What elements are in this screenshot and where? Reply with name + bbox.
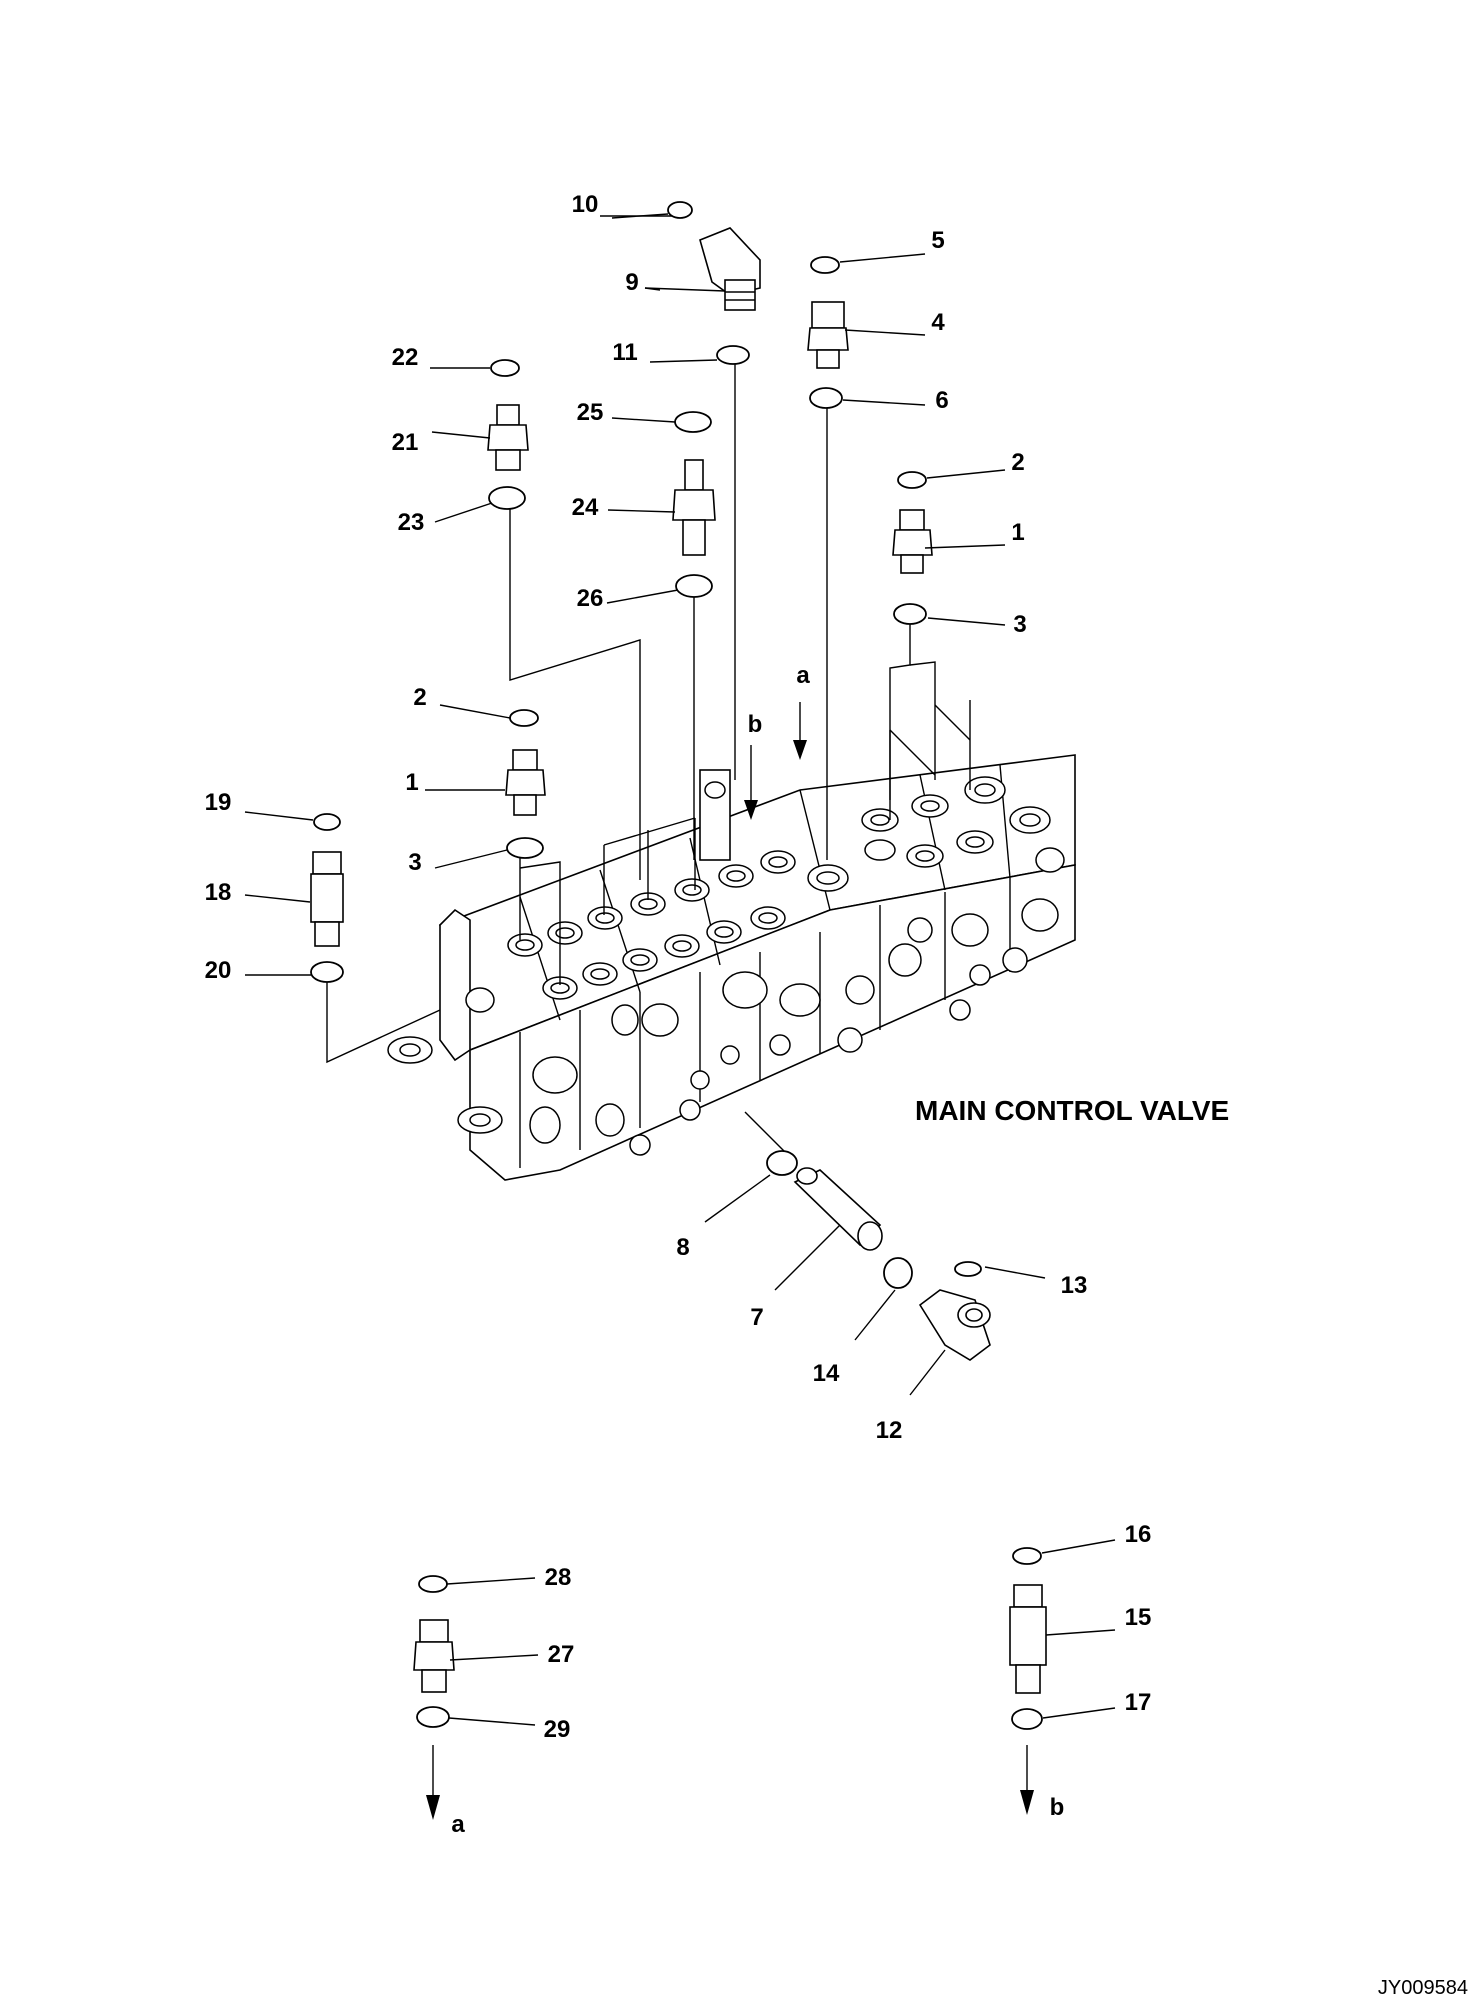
fitting-27 bbox=[413, 1619, 455, 1693]
o-ring-16 bbox=[1012, 1547, 1042, 1565]
o-ring-28 bbox=[418, 1575, 448, 1593]
o-ring-20 bbox=[310, 961, 344, 983]
top-ports bbox=[507, 776, 1051, 1000]
callout-4: 4 bbox=[931, 309, 945, 336]
elbow-fitting-9 bbox=[699, 227, 761, 311]
callout-10: 10 bbox=[572, 191, 599, 218]
callout-2-left: 2 bbox=[413, 684, 426, 711]
o-ring-2-left bbox=[509, 709, 539, 727]
callout-7: 7 bbox=[750, 1304, 763, 1331]
callout-1-right: 1 bbox=[1011, 519, 1024, 546]
elbow-fitting-12 bbox=[918, 1289, 991, 1361]
arrow-a-body bbox=[793, 702, 807, 760]
o-ring-5 bbox=[810, 256, 840, 274]
callout-26: 26 bbox=[577, 585, 604, 612]
o-ring-3-right bbox=[893, 603, 927, 625]
callout-19: 19 bbox=[205, 789, 232, 816]
fitting-4 bbox=[807, 301, 849, 369]
callout-16: 16 bbox=[1125, 1521, 1152, 1548]
callout-25: 25 bbox=[577, 399, 604, 426]
callout-a-bottom: a bbox=[451, 1811, 465, 1838]
fitting-24 bbox=[672, 459, 716, 556]
drawing-code: JY009584 bbox=[1378, 1977, 1468, 1999]
o-ring-26 bbox=[675, 574, 713, 598]
callout-leaders bbox=[244, 213, 1116, 1726]
o-ring-3-left bbox=[506, 837, 544, 859]
o-ring-25 bbox=[674, 411, 712, 433]
main-control-valve-body bbox=[387, 754, 1076, 1181]
callout-20: 20 bbox=[205, 957, 232, 984]
assembly-leader-lines bbox=[326, 215, 971, 1153]
o-ring-19 bbox=[313, 813, 341, 831]
callout-24: 24 bbox=[572, 494, 599, 521]
callout-23: 23 bbox=[398, 509, 425, 536]
callout-13: 13 bbox=[1061, 1272, 1088, 1299]
callout-6: 6 bbox=[935, 387, 948, 414]
arrow-b-body bbox=[744, 745, 758, 820]
callout-15: 15 bbox=[1125, 1604, 1152, 1631]
callout-22: 22 bbox=[392, 344, 419, 371]
diagram-title: MAIN CONTROL VALVE bbox=[915, 1095, 1229, 1126]
callout-12: 12 bbox=[876, 1417, 903, 1444]
callout-1-left: 1 bbox=[405, 769, 418, 796]
o-ring-6 bbox=[809, 387, 843, 409]
o-ring-2-right bbox=[897, 471, 927, 489]
callout-b-body: b bbox=[748, 711, 763, 738]
callout-17: 17 bbox=[1125, 1689, 1152, 1716]
o-ring-23 bbox=[488, 486, 526, 510]
callout-a-body: a bbox=[796, 662, 810, 689]
callout-labels: 10 9 11 5 4 6 22 21 25 23 24 26 2 1 3 a … bbox=[205, 191, 1152, 1838]
o-ring-17 bbox=[1011, 1708, 1043, 1730]
fitting-1-right bbox=[892, 509, 933, 574]
callout-b-bottom: b bbox=[1050, 1794, 1065, 1821]
callout-18: 18 bbox=[205, 879, 232, 906]
callout-27: 27 bbox=[548, 1641, 575, 1668]
callout-11: 11 bbox=[612, 339, 637, 366]
fitting-21 bbox=[487, 404, 529, 471]
fitting-18 bbox=[310, 851, 344, 947]
callout-3-right: 3 bbox=[1013, 611, 1026, 638]
callout-14: 14 bbox=[813, 1360, 840, 1387]
callout-9: 9 bbox=[625, 269, 638, 296]
o-ring-10 bbox=[667, 201, 693, 219]
callout-2-right: 2 bbox=[1011, 449, 1024, 476]
fitting-1-left bbox=[505, 749, 546, 816]
o-ring-8 bbox=[766, 1150, 798, 1176]
o-ring-29 bbox=[416, 1706, 450, 1728]
arrow-b-bottom bbox=[1020, 1745, 1034, 1815]
o-ring-14 bbox=[883, 1257, 913, 1289]
fitting-7 bbox=[793, 1167, 883, 1251]
callout-3-left: 3 bbox=[408, 849, 421, 876]
callout-21: 21 bbox=[392, 429, 419, 456]
o-ring-22 bbox=[490, 359, 520, 377]
o-ring-13 bbox=[954, 1261, 982, 1277]
o-ring-11 bbox=[716, 345, 750, 365]
callout-5: 5 bbox=[931, 227, 944, 254]
fitting-15 bbox=[1009, 1584, 1047, 1694]
callout-8: 8 bbox=[676, 1234, 689, 1261]
callout-28: 28 bbox=[545, 1564, 572, 1591]
front-face-ports bbox=[387, 847, 1065, 1156]
callout-29: 29 bbox=[544, 1716, 571, 1743]
o-rings bbox=[310, 201, 1043, 1730]
arrow-a-bottom bbox=[426, 1745, 440, 1820]
